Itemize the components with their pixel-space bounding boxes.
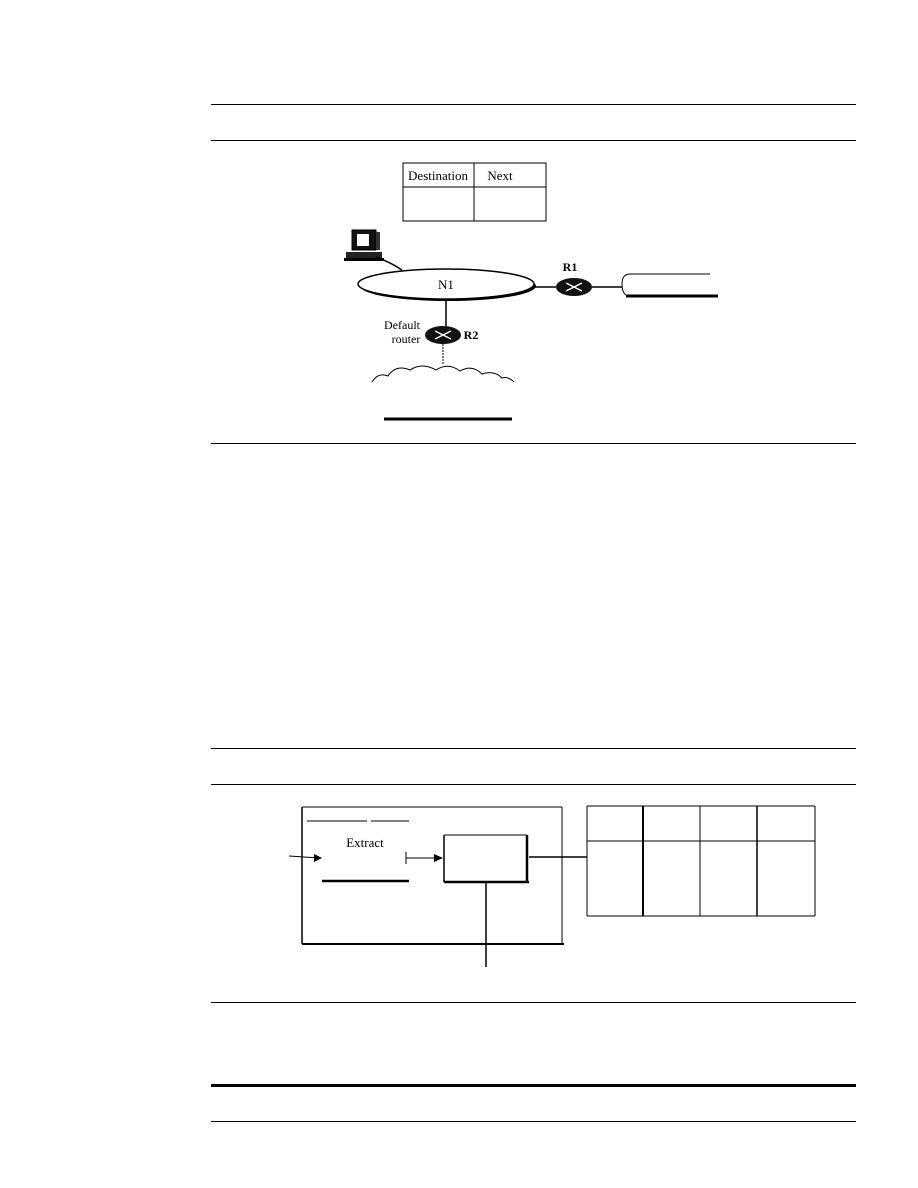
module-box bbox=[301, 806, 564, 945]
table-header-destination: Destination bbox=[408, 168, 468, 183]
rule-top-2 bbox=[211, 140, 856, 141]
extract-label: Extract bbox=[346, 835, 384, 850]
router-r1-icon: R1 bbox=[556, 260, 592, 296]
rule-after-figure2 bbox=[211, 1002, 856, 1003]
internet-cloud-icon bbox=[371, 365, 515, 383]
rule-before-figure2-1 bbox=[211, 748, 856, 749]
network-n1-label: N1 bbox=[438, 277, 454, 292]
lookup-box bbox=[443, 834, 529, 884]
rule-bottom-thick bbox=[211, 1084, 856, 1087]
router-r1-label: R1 bbox=[563, 260, 578, 274]
rule-bottom bbox=[211, 1121, 856, 1122]
default-router-label-1: Default bbox=[384, 318, 421, 332]
rule-before-figure2-2 bbox=[211, 784, 856, 785]
right-network-edge bbox=[621, 273, 718, 297]
router-r2-icon: R2 Default router bbox=[384, 318, 478, 346]
rule-after-figure1 bbox=[211, 443, 856, 444]
rule-top-1 bbox=[211, 104, 856, 105]
figure-extract-diagram: Extract bbox=[288, 805, 816, 967]
default-router-label-2: router bbox=[392, 332, 421, 346]
network-n1: N1 bbox=[357, 268, 536, 301]
figure-default-router: Destination Next N1 R1 R2 Default route bbox=[344, 162, 718, 421]
lookup-table bbox=[586, 805, 816, 917]
router-r2-label: R2 bbox=[464, 328, 479, 342]
extract-to-lookup-arrow-icon bbox=[405, 852, 443, 864]
table-header-next: Next bbox=[487, 168, 513, 183]
computer-icon bbox=[344, 229, 403, 271]
routing-table: Destination Next bbox=[402, 162, 547, 222]
input-arrow-icon bbox=[288, 854, 322, 862]
